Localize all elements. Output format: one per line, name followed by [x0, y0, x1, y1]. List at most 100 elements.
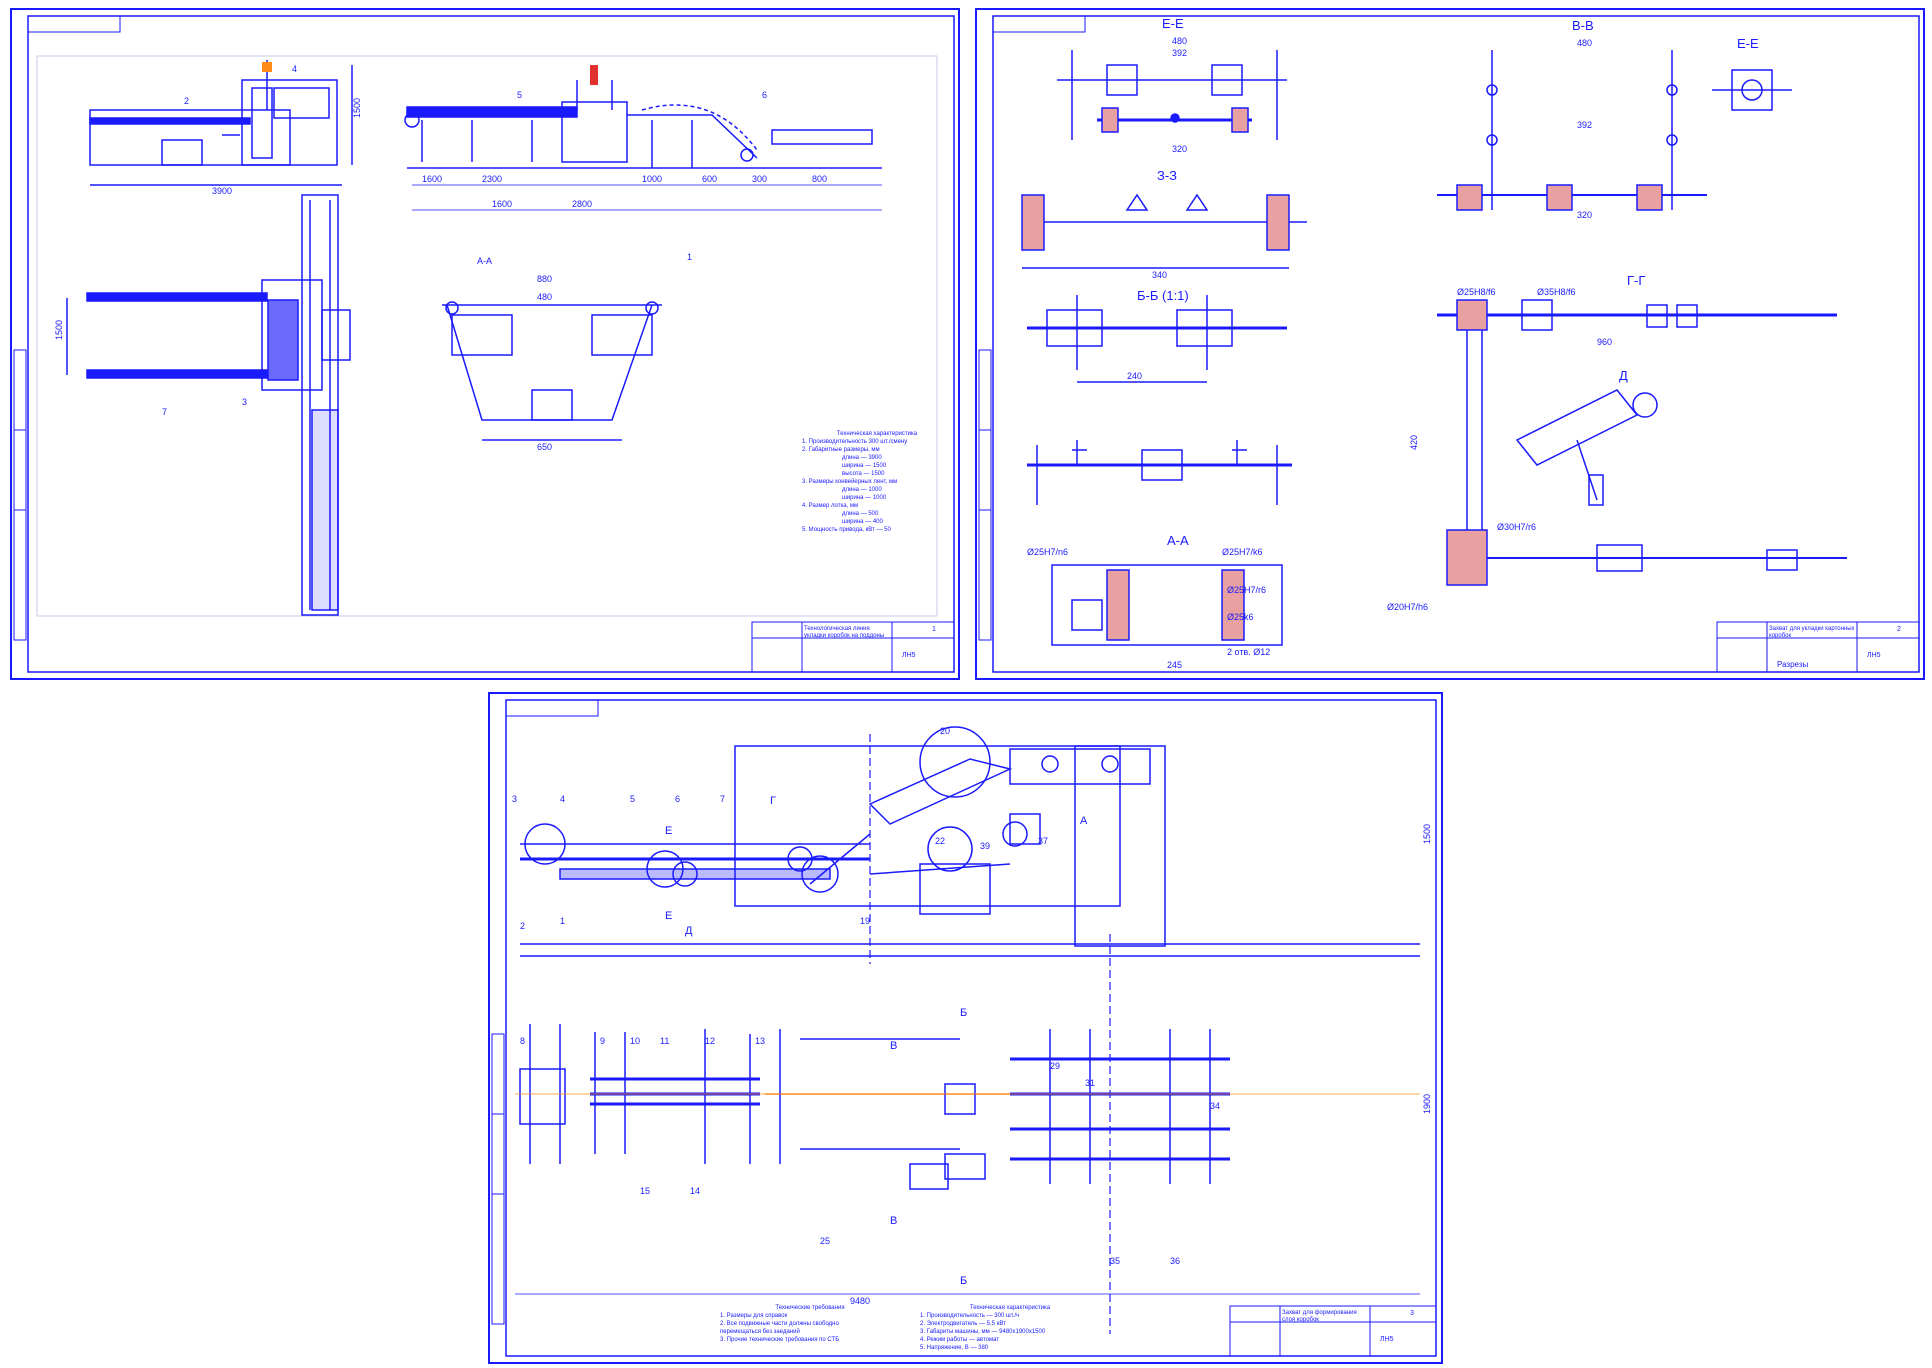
plan-view	[66, 194, 351, 616]
callout: 10	[630, 1036, 640, 1046]
view-d-detail	[1515, 389, 1658, 506]
sheet-1-drawing: 3900 1500 1600 2300 1000 600 300 800 160…	[13, 15, 955, 673]
sheet3-title-code: ЛН5	[1380, 1336, 1394, 1343]
callout-3: 3	[242, 397, 247, 407]
sheet1-tech-line: длина — 500	[842, 511, 879, 517]
drawing-sheet-3: 3 4 5 6 7 2 1 19 20 22 39 37 8 9 10 11 1…	[488, 692, 1443, 1364]
fit-label: Ø25H7/k6	[1222, 547, 1263, 557]
section-vv-label: В-В	[1572, 18, 1594, 33]
section-mark: Д	[685, 925, 693, 937]
sheet3-req-title: Технические требования	[775, 1305, 845, 1311]
section-aa-view	[442, 301, 662, 441]
callout: 4	[560, 794, 565, 804]
section-mark: Е	[665, 825, 672, 837]
sheet1-tech-line: ширина — 1500	[842, 463, 887, 469]
side-dim-6: 800	[812, 174, 827, 184]
top-width-dim: 3900	[212, 186, 232, 196]
callout: 13	[755, 1036, 765, 1046]
view-bb	[1027, 295, 1287, 383]
fit-label: 2 отв. Ø12	[1227, 647, 1270, 657]
callout: 12	[705, 1036, 715, 1046]
fit-label: Ø35H8/f6	[1537, 287, 1576, 297]
gg-dim-420: 420	[1409, 435, 1419, 450]
side-elevation-view	[404, 65, 882, 169]
vv-dim-320: 320	[1577, 210, 1592, 220]
section-ee2-label: Е-Е	[1737, 36, 1759, 51]
callout: 2	[520, 921, 525, 931]
sheet1-tech-line: 2. Габаритные размеры, мм	[802, 447, 880, 453]
callout: 39	[980, 841, 990, 851]
view-vv	[1437, 50, 1707, 211]
callout: 6	[675, 794, 680, 804]
sheet1-tech-spec: Техническая характеристика 1. Производит…	[802, 430, 952, 534]
section-dim-1: 880	[537, 274, 552, 284]
sheet3-requirements: Технические требования 1. Размеры для сп…	[720, 1304, 900, 1344]
callout: 29	[1050, 1061, 1060, 1071]
sheet1-tech-line: 5. Мощность привода, кВт — 50	[802, 527, 891, 533]
side-dim-1: 1600	[422, 174, 442, 184]
section-bb-label: Б-Б (1:1)	[1137, 288, 1189, 303]
section-mark: В	[890, 1215, 897, 1227]
side-dim-5: 300	[752, 174, 767, 184]
callout: 5	[630, 794, 635, 804]
view-ee-right	[1712, 69, 1792, 111]
section-mark: Б	[960, 1007, 967, 1019]
vv-dim-392: 392	[1577, 120, 1592, 130]
callout-7: 7	[162, 407, 167, 417]
section-mark: В	[890, 1040, 897, 1052]
sheet1-tech-line: длина — 3900	[842, 455, 882, 461]
side-dim-2: 2300	[482, 174, 502, 184]
side-dim-8: 2800	[572, 199, 592, 209]
section-mark: А	[1080, 815, 1088, 827]
callout: 34	[1210, 1101, 1220, 1111]
sheet1-tech-line: 3. Размеры конвейерных лент, мм	[802, 479, 898, 485]
ee-dim-480: 480	[1172, 36, 1187, 46]
callout: 35	[1110, 1256, 1120, 1266]
sheet3-tech-line: 5. Напряжение, В — 380	[920, 1345, 989, 1351]
callout-4: 4	[292, 64, 297, 74]
view-zz	[1021, 193, 1307, 269]
drawing-sheet-2: Е-Е 480 392 320 З-З 340 Б-Б (1:1) 240	[975, 8, 1925, 680]
side-dim-3: 1000	[642, 174, 662, 184]
sheet3-tech-spec: Техническая характеристика 1. Производит…	[920, 1304, 1100, 1352]
callout-5: 5	[517, 90, 522, 100]
width-dim: 1900	[1422, 1094, 1432, 1114]
section-d-label: Д	[1619, 368, 1628, 383]
sheet2-title-sheet: 2	[1897, 626, 1901, 633]
fit-label: Ø20H7/h6	[1387, 602, 1428, 612]
overall-length-dim: 9480	[850, 1296, 870, 1306]
view-gg	[1437, 299, 1847, 586]
top-height-dim: 1500	[352, 98, 362, 118]
callout: 11	[660, 1036, 669, 1046]
callout: 1	[560, 916, 565, 926]
section-aa-label: А-А	[477, 256, 492, 266]
view-middle	[1027, 440, 1292, 505]
view-ee-left	[1057, 50, 1287, 140]
section-gg-label: Г-Г	[1627, 273, 1645, 288]
sheet2-title-subtitle: Разрезы	[1777, 660, 1809, 669]
callout: 9	[600, 1036, 605, 1046]
callout-2: 2	[184, 96, 189, 106]
section-mark: Е	[665, 910, 672, 922]
zz-dim: 340	[1152, 270, 1167, 280]
sheet1-tech-line: ширина — 1000	[842, 495, 887, 501]
section-ee-label: Е-Е	[1162, 16, 1184, 31]
ee-dim-392: 392	[1172, 48, 1187, 58]
callout: 20	[940, 726, 950, 736]
sheet3-title-sheet: 3	[1410, 1310, 1414, 1317]
machine-elevation	[520, 726, 1420, 957]
callout: 22	[935, 836, 945, 846]
sheet3-req-line: 1. Размеры для справок	[720, 1313, 788, 1319]
sheet1-title-code: ЛН5	[902, 652, 916, 659]
sheet1-title-name: Технологическая линия укладки коробок на…	[804, 626, 885, 639]
sheet1-tech-line: высота — 1500	[842, 471, 885, 477]
side-dim-4: 600	[702, 174, 717, 184]
sheet3-req-line: 3. Прочие технические требования по СТБ	[720, 1337, 840, 1343]
sheet3-tech-title: Техническая характеристика	[969, 1305, 1051, 1311]
callout: 14	[690, 1186, 700, 1196]
sheet1-tech-line: 1. Производительность 300 шт./смену	[802, 439, 908, 445]
gg-dim-960: 960	[1597, 337, 1612, 347]
sheet1-tech-title: Техническая характеристика	[836, 431, 918, 437]
bb-dim: 240	[1127, 371, 1142, 381]
callout: 19	[860, 916, 870, 926]
